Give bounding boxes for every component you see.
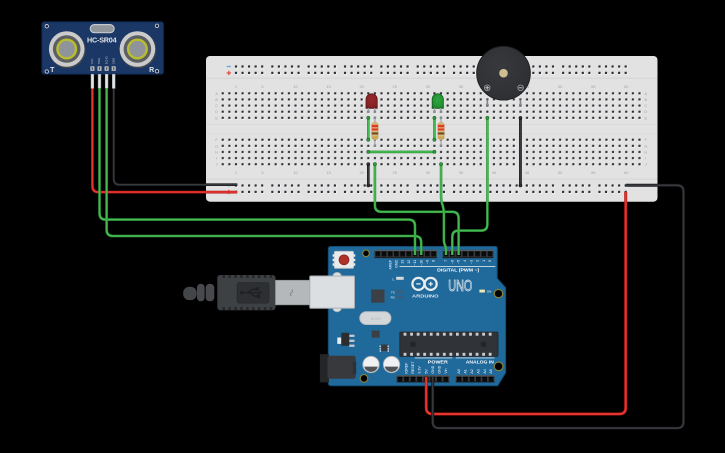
svg-text:C: C	[215, 104, 218, 108]
svg-text:20: 20	[359, 84, 364, 89]
svg-text:~5: ~5	[457, 260, 461, 264]
svg-text:3.3V: 3.3V	[418, 366, 422, 374]
svg-text:~10: ~10	[419, 260, 423, 266]
svg-text:I: I	[216, 157, 217, 161]
svg-text:Vin: Vin	[444, 368, 448, 373]
svg-text:RESET: RESET	[411, 361, 415, 374]
svg-text:DIGITAL (PWM ~): DIGITAL (PWM ~)	[437, 268, 480, 273]
svg-text:16.000: 16.000	[370, 317, 380, 321]
svg-text:E: E	[215, 116, 218, 120]
svg-text:VCC: VCC	[90, 58, 94, 64]
svg-text:GND: GND	[111, 58, 115, 64]
svg-text:5: 5	[261, 84, 264, 89]
svg-text:25: 25	[393, 84, 398, 89]
svg-text:7: 7	[444, 260, 448, 262]
svg-text:A1: A1	[464, 369, 468, 373]
svg-text:D: D	[215, 110, 218, 114]
svg-text:45: 45	[525, 84, 530, 89]
svg-text:TX: TX	[391, 290, 395, 294]
svg-text:~3: ~3	[469, 260, 473, 264]
svg-text:55: 55	[591, 170, 596, 175]
svg-text:13: 13	[401, 260, 405, 264]
svg-text:A: A	[215, 92, 218, 96]
svg-text:J: J	[645, 163, 647, 167]
svg-text:5: 5	[261, 170, 264, 175]
svg-text:30: 30	[426, 170, 431, 175]
svg-text:1: 1	[235, 170, 238, 175]
svg-text:A5: A5	[489, 369, 493, 373]
svg-text:60: 60	[624, 170, 629, 175]
svg-text:UNO: UNO	[448, 278, 472, 295]
svg-text:E: E	[645, 116, 648, 120]
svg-text:I: I	[645, 157, 646, 161]
svg-text:30: 30	[426, 84, 431, 89]
svg-text:12: 12	[407, 260, 411, 264]
svg-text:45: 45	[525, 170, 530, 175]
svg-text:R: R	[149, 67, 154, 74]
svg-text:A2: A2	[470, 369, 474, 373]
svg-text:F: F	[215, 138, 218, 142]
svg-text:35: 35	[459, 84, 464, 89]
svg-text:POWER: POWER	[428, 359, 448, 364]
svg-text:GND: GND	[437, 365, 441, 373]
svg-text:55: 55	[591, 84, 596, 89]
svg-text:25: 25	[393, 170, 398, 175]
svg-text:ARDUINO: ARDUINO	[412, 293, 439, 298]
svg-text:A3: A3	[476, 369, 480, 373]
svg-text:1: 1	[482, 260, 486, 262]
svg-text:60: 60	[624, 84, 629, 89]
svg-text:D: D	[644, 110, 647, 114]
svg-text:~11: ~11	[413, 260, 417, 266]
svg-text:50: 50	[558, 170, 563, 175]
svg-text:15: 15	[326, 84, 331, 89]
svg-text:F: F	[645, 138, 648, 142]
svg-text:2: 2	[476, 260, 480, 262]
svg-text:5V: 5V	[424, 369, 428, 374]
svg-text:ANALOG IN: ANALOG IN	[466, 359, 494, 364]
svg-text:20: 20	[359, 170, 364, 175]
svg-text:B: B	[215, 98, 218, 102]
svg-text:ECHO: ECHO	[104, 56, 108, 64]
svg-text:G: G	[644, 144, 647, 148]
svg-text:B: B	[645, 98, 648, 102]
svg-text:40: 40	[492, 170, 497, 175]
svg-text:RX: RX	[391, 296, 395, 300]
svg-text:H: H	[215, 150, 218, 154]
svg-text:GND: GND	[395, 260, 399, 268]
svg-text:~6: ~6	[450, 260, 454, 264]
svg-text:10: 10	[293, 170, 298, 175]
svg-text:ON: ON	[487, 290, 492, 294]
svg-text:35: 35	[459, 170, 464, 175]
svg-text:HC-SR04: HC-SR04	[87, 35, 117, 44]
svg-text:IOREF: IOREF	[405, 362, 409, 374]
svg-text:GND: GND	[431, 365, 435, 373]
svg-text:G: G	[215, 144, 218, 148]
svg-text:50: 50	[558, 84, 563, 89]
svg-text:A: A	[645, 92, 648, 96]
svg-text:1: 1	[235, 84, 238, 89]
svg-text:T: T	[50, 67, 55, 74]
svg-text:TRIG: TRIG	[97, 58, 101, 64]
svg-text:A0: A0	[457, 369, 461, 373]
svg-text:A4: A4	[483, 369, 487, 373]
svg-text:10: 10	[293, 84, 298, 89]
svg-text:8: 8	[432, 260, 436, 262]
svg-text:0: 0	[488, 260, 492, 262]
svg-text:J: J	[216, 163, 218, 167]
svg-text:4: 4	[463, 260, 467, 262]
svg-text:AREF: AREF	[388, 259, 392, 269]
svg-text:C: C	[644, 104, 647, 108]
svg-text:15: 15	[326, 170, 331, 175]
svg-text:~9: ~9	[426, 260, 430, 264]
svg-text:H: H	[644, 150, 647, 154]
svg-text:L: L	[393, 278, 395, 282]
